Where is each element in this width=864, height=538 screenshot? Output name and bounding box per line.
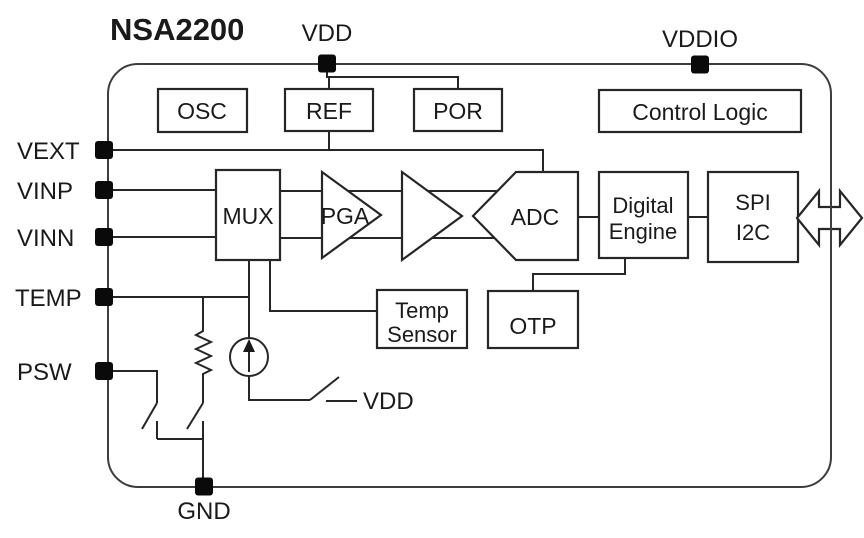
switch-blade-vdd	[309, 376, 340, 401]
pin-gnd	[195, 477, 213, 496]
label-engine: Engine	[609, 219, 678, 244]
wires	[104, 64, 708, 478]
wire-psw	[104, 370, 158, 403]
pin-label-vdd: VDD	[302, 20, 353, 47]
label-sensor: Sensor	[387, 322, 457, 347]
current-source	[229, 337, 269, 377]
block-osc	[156, 87, 249, 134]
blocks	[156, 87, 803, 350]
pin-vddio	[691, 55, 709, 74]
block-adc	[471, 170, 580, 262]
pin-vinp	[95, 181, 113, 199]
label-osc: OSC	[177, 98, 227, 124]
pin-label-temp: TEMP	[15, 285, 82, 312]
pin-label-vinn: VINN	[17, 225, 74, 252]
wire-vdd-ref-por	[326, 64, 459, 89]
chip-boundary	[107, 63, 832, 488]
label-switch-vdd: VDD	[363, 388, 414, 415]
block-mux	[214, 168, 282, 262]
label-temp: Temp	[395, 298, 449, 323]
pin-vinn	[95, 228, 113, 246]
block-temp-sensor	[375, 288, 469, 350]
pin-psw	[95, 362, 113, 380]
block-ref	[283, 87, 375, 133]
block-spi-i2c	[706, 170, 800, 264]
pin-vext	[95, 141, 113, 159]
label-control-logic: Control Logic	[632, 99, 768, 125]
pin-label-vext: VEXT	[17, 138, 80, 165]
block-por	[412, 87, 504, 133]
pins	[95, 54, 709, 496]
pin-label-vinp: VINP	[17, 178, 73, 205]
label-ref: REF	[306, 98, 352, 124]
block-otp	[486, 289, 580, 350]
pin-label-vddio: VDDIO	[662, 26, 738, 53]
label-spi: SPI	[735, 190, 770, 215]
label-adc: ADC	[511, 204, 560, 230]
pin-vdd	[318, 54, 336, 73]
page-title: NSA2200	[110, 12, 244, 47]
label-por: POR	[433, 98, 483, 124]
pin-label-gnd: GND	[177, 498, 230, 525]
amp-triangle	[400, 169, 464, 263]
wire-vext-ref-adc	[104, 131, 544, 172]
block-control-logic	[597, 88, 803, 134]
label-otp: OTP	[509, 313, 556, 339]
pin-label-psw: PSW	[17, 359, 72, 386]
block-digital-engine	[597, 170, 690, 260]
label-mux: MUX	[222, 203, 273, 229]
switch-blade-res	[186, 402, 204, 430]
pga-amp-triangle	[320, 169, 383, 261]
resistor	[193, 297, 214, 403]
pin-temp	[95, 288, 113, 306]
label-i2c: I2C	[736, 220, 770, 245]
wire-isource-switch	[248, 376, 310, 401]
wire-de-otp	[532, 258, 626, 291]
wire-diff-pair	[280, 190, 498, 239]
current-source-arrowhead	[243, 339, 255, 352]
bidirectional-arrow-icon	[795, 187, 864, 249]
label-digital: Digital	[612, 193, 673, 218]
switch-blade-psw	[141, 402, 158, 430]
wire-mux-tempsensor	[269, 260, 377, 312]
label-pga: PGA	[321, 203, 370, 229]
